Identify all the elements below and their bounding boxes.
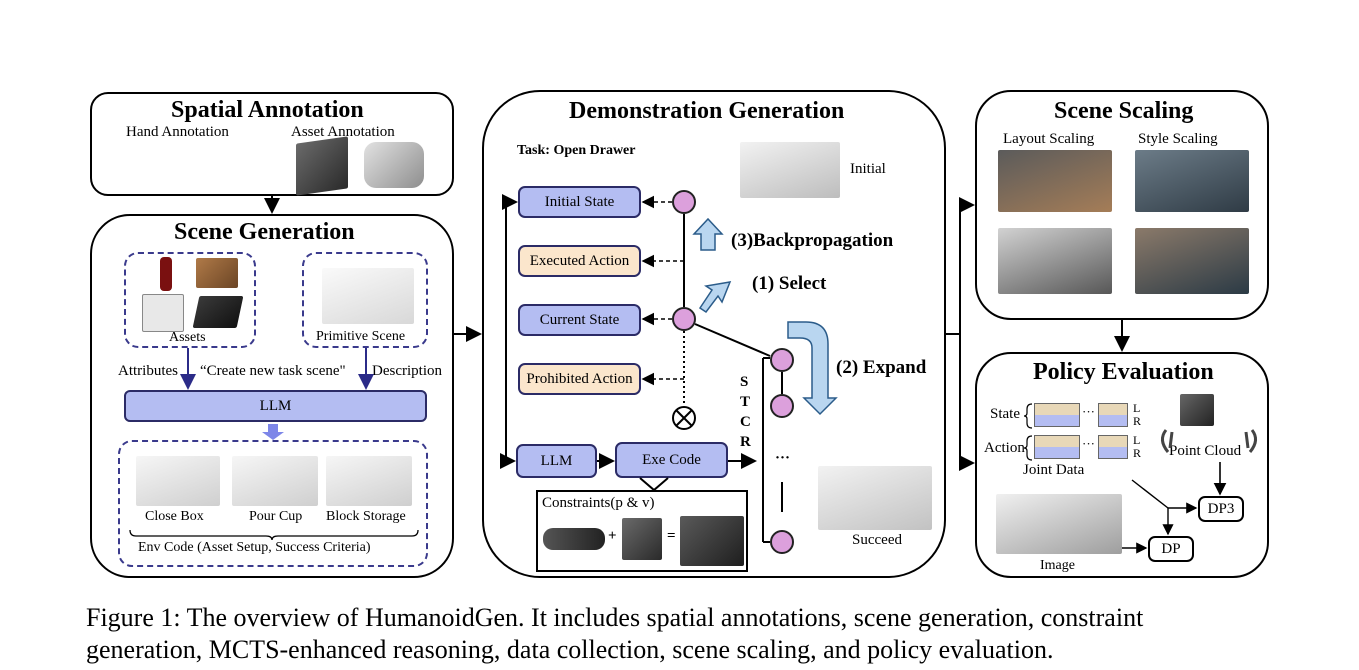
mcts-node-expand-2 (770, 394, 794, 418)
close-box-image (136, 456, 220, 506)
backpropagation-label: (3)Backpropagation (731, 230, 894, 251)
dp-box: DP (1148, 536, 1194, 562)
tree-ellipsis: ··· (775, 450, 791, 466)
joint-data-label: Joint Data (1023, 462, 1085, 478)
demonstration-generation-title: Demonstration Generation (569, 98, 845, 124)
drawer-cabinet-image (142, 294, 184, 332)
scene-scaling-title: Scene Scaling (1054, 98, 1194, 124)
state-data-left (1034, 403, 1080, 427)
select-label: (1) Select (752, 273, 827, 294)
style-scaling-image-2 (1135, 228, 1249, 294)
action-l-label: L (1133, 433, 1141, 447)
action-data-left (1034, 435, 1080, 459)
stcr-r: R (740, 434, 751, 450)
state-l-label: L (1133, 401, 1141, 415)
asset-toaster-image (364, 142, 424, 188)
stcr-t: T (740, 394, 751, 410)
spatial-annotation-title: Spatial Annotation (171, 97, 364, 123)
task-close-box-label: Close Box (145, 509, 204, 524)
state-label: State (990, 406, 1020, 422)
image-label: Image (1040, 558, 1075, 573)
state-dots: ··· (1082, 404, 1095, 419)
mcts-node-root (672, 190, 696, 214)
prohibited-action-box: Prohibited Action (518, 363, 641, 395)
expand-label: (2) Expand (836, 357, 927, 378)
action-data-right (1098, 435, 1128, 459)
task-block-storage-label: Block Storage (326, 509, 406, 524)
block-storage-image (326, 456, 412, 506)
policy-image (996, 494, 1122, 554)
env-tasks-group (118, 440, 428, 567)
pour-cup-image (232, 456, 318, 506)
constraints-label: Constraints(p & v) (542, 495, 655, 511)
action-r-label: R (1133, 446, 1142, 460)
executed-action-box: Executed Action (518, 245, 641, 277)
action-label: Action (984, 440, 1025, 456)
layout-scaling-image-2 (998, 228, 1112, 294)
mcts-node-expand-last (770, 530, 794, 554)
constraints-plus: + (608, 528, 617, 544)
demo-llm-box: LLM (516, 444, 597, 478)
primitive-scene-group (302, 252, 428, 348)
mcts-node-expand-1 (770, 348, 794, 372)
task-open-drawer-label: Task: Open Drawer (517, 143, 636, 158)
env-code-label: Env Code (Asset Setup, Success Criteria) (138, 540, 371, 555)
constraints-equals: = (667, 528, 676, 544)
asset-annotation-label: Asset Annotation (291, 124, 395, 140)
layout-scaling-image-1 (998, 150, 1112, 212)
scene-generation-title: Scene Generation (174, 219, 355, 245)
initial-state-box: Initial State (518, 186, 641, 218)
primitive-scene-label: Primitive Scene (316, 329, 406, 344)
point-cloud-cube-image (1180, 394, 1214, 426)
wooden-box-image (196, 258, 238, 288)
description-label: Description (372, 363, 442, 379)
dp3-box: DP3 (1198, 496, 1244, 522)
task-pour-cup-label: Pour Cup (249, 509, 303, 524)
figure-caption-line-2: generation, MCTS-enhanced reasoning, dat… (86, 635, 1054, 664)
figure-caption-line-1: Figure 1: The overview of HumanoidGen. I… (86, 603, 1144, 632)
initial-scene-image (740, 142, 840, 198)
scene-llm-box: LLM (124, 390, 427, 422)
attributes-label: Attributes (118, 363, 178, 379)
exe-code-box: Exe Code (615, 442, 728, 478)
assets-label: Assets (169, 330, 206, 345)
layout-scaling-label: Layout Scaling (1003, 131, 1095, 147)
mcts-node-current (672, 307, 696, 331)
assets-group (124, 252, 256, 348)
initial-label: Initial (850, 161, 886, 177)
point-cloud-label: Point Cloud (1169, 443, 1242, 459)
stcr-c: C (740, 414, 751, 430)
policy-evaluation-title: Policy Evaluation (1033, 359, 1214, 385)
succeed-label: Succeed (852, 532, 902, 548)
constraint-cube-image (622, 518, 662, 560)
constraint-result-image (680, 516, 744, 566)
style-scaling-label: Style Scaling (1138, 131, 1218, 147)
style-scaling-image-1 (1135, 150, 1249, 212)
state-data-right (1098, 403, 1128, 427)
stcr-s: S (740, 374, 749, 390)
hand-annotation-label: Hand Annotation (126, 124, 229, 140)
constraint-hand-image (543, 528, 605, 550)
primitive-scene-image (322, 268, 414, 324)
state-r-label: R (1133, 414, 1142, 428)
succeed-scene-image (818, 466, 932, 530)
cola-bottle-image (160, 257, 172, 291)
current-state-box: Current State (518, 304, 641, 336)
create-task-scene-label: “Create new task scene" (200, 363, 346, 379)
action-dots: ··· (1082, 436, 1095, 451)
